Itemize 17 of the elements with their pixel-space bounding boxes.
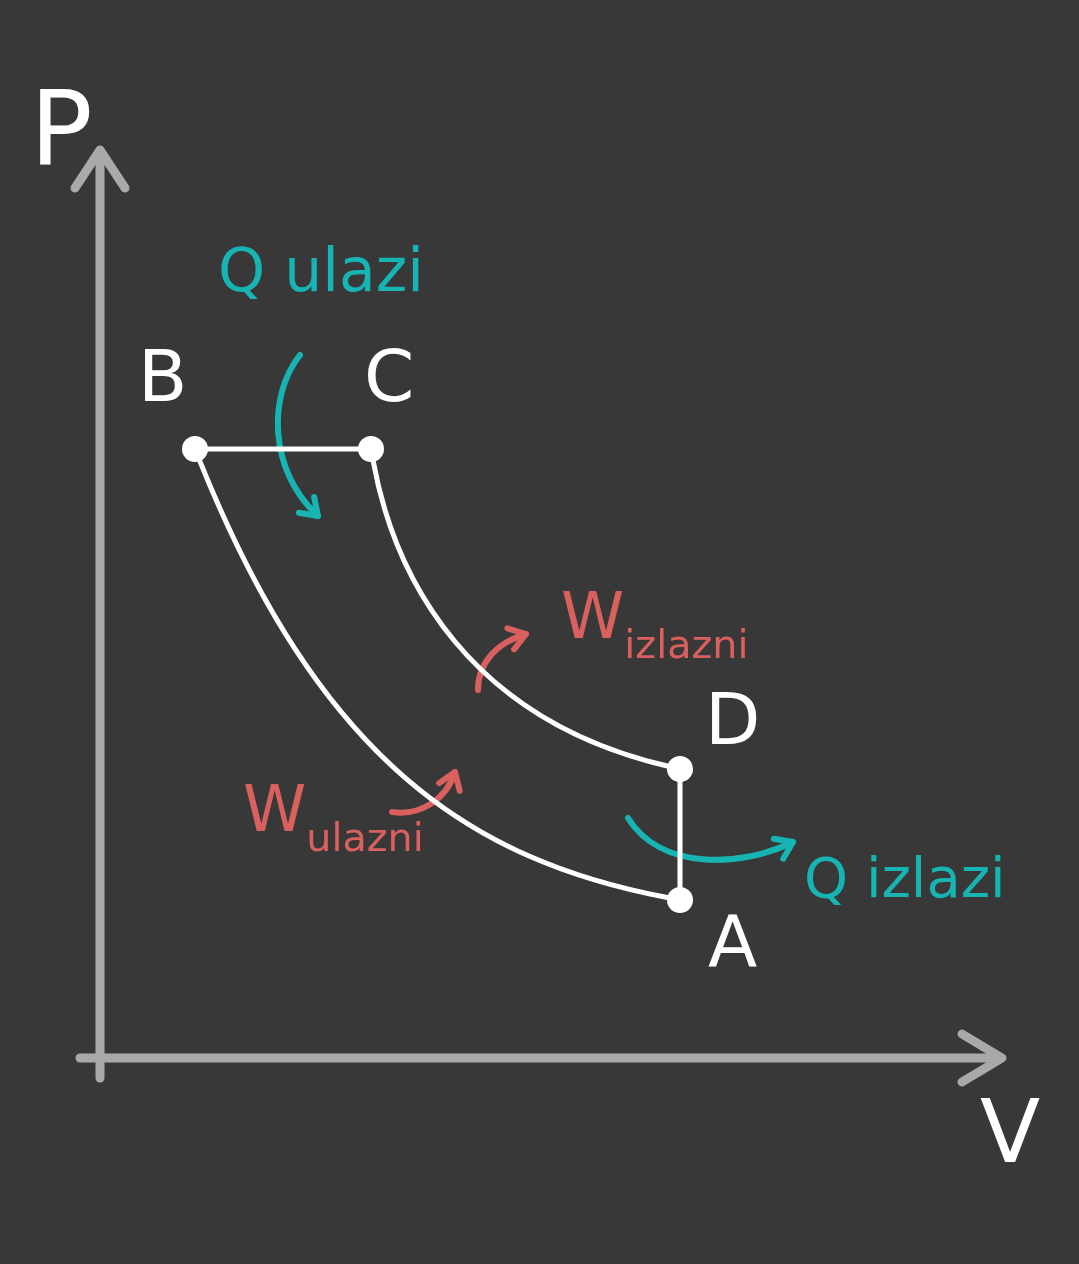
process-curve: [370, 459, 670, 769]
point-label: A: [708, 905, 758, 977]
point-marker-icon: [667, 887, 693, 913]
work-label: W$_{ulazni}$: [243, 777, 424, 858]
point-label: B: [138, 340, 188, 412]
process-line: [677, 779, 683, 890]
heat-flow-label: Q ulazi: [218, 240, 424, 300]
point-marker-icon: [182, 436, 208, 462]
axis-label: V: [980, 1088, 1041, 1176]
process-curve: [197, 458, 670, 901]
heat-flow-label: Q izlazi: [804, 850, 1006, 906]
point-label: C: [364, 340, 415, 412]
work-label: W$_{izlazni}$: [561, 584, 749, 665]
point-marker-icon: [667, 756, 693, 782]
point-label: D: [705, 683, 761, 755]
axis-label: P: [30, 76, 93, 180]
point-marker-icon: [358, 436, 384, 462]
